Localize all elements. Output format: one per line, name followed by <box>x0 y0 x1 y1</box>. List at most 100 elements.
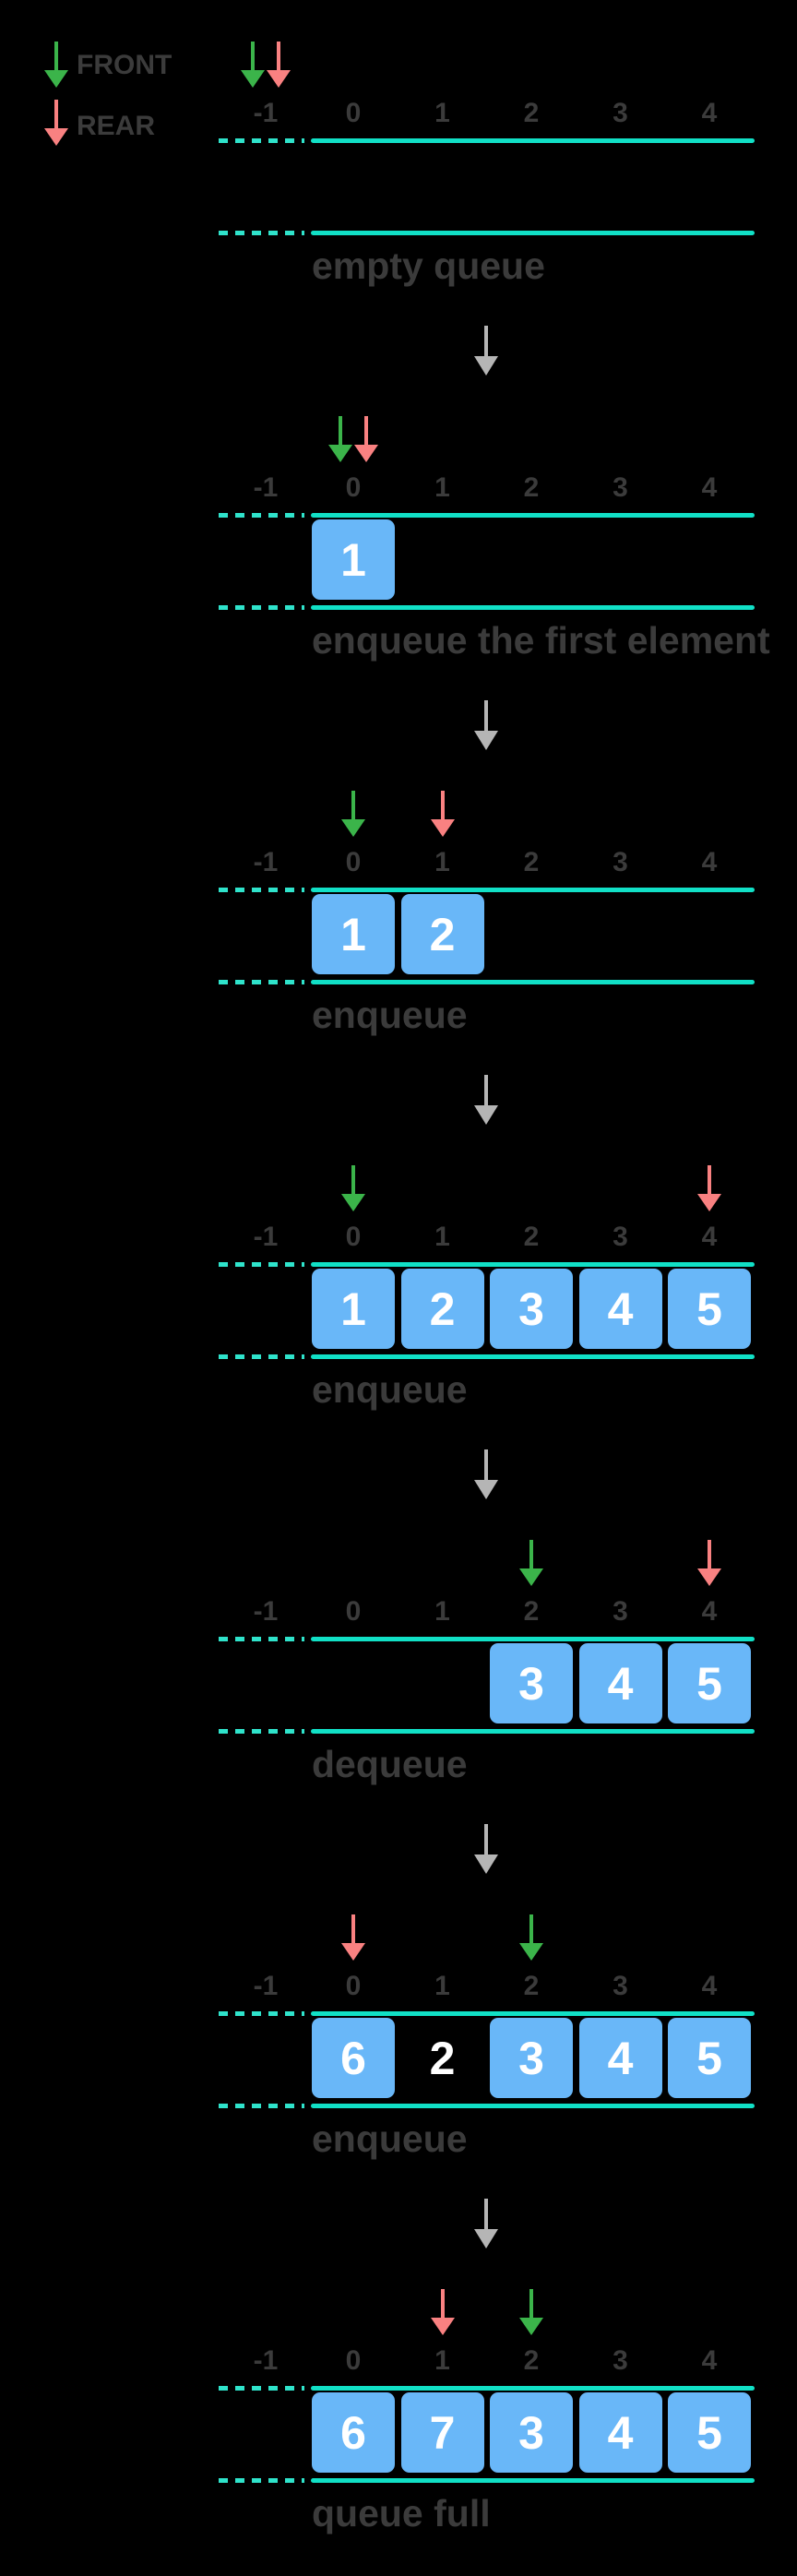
rear-arrow-head <box>430 819 455 837</box>
queue-bottom-rail-dashed <box>219 980 304 984</box>
queue-bottom-rail <box>311 2104 755 2108</box>
index-label: 1 <box>434 1596 450 1627</box>
front-arrow <box>519 2289 543 2335</box>
queue-top-rail <box>311 513 755 518</box>
index-label: 4 <box>701 2345 718 2376</box>
rear-arrow <box>430 2289 455 2335</box>
next-step-arrow-stem <box>484 1824 488 1854</box>
rear-arrow-stem <box>364 416 368 445</box>
queue-cell: 4 <box>578 1269 662 1349</box>
rear-arrow-stem <box>708 1165 711 1194</box>
rear-arrow-stem <box>708 1540 711 1568</box>
index-label: -1 <box>253 472 279 503</box>
index-label: 3 <box>613 1222 628 1252</box>
queue-cell: 1 <box>312 894 395 974</box>
queue-top-rail <box>311 1637 755 1641</box>
next-step-arrow-head <box>474 1854 498 1874</box>
queue-bottom-rail <box>311 2478 755 2483</box>
queue-cell: 5 <box>668 1269 751 1349</box>
index-label: -1 <box>253 98 279 128</box>
index-label: 0 <box>345 472 362 503</box>
queue-cell: 5 <box>668 1643 751 1723</box>
queue-cell: 1 <box>312 519 395 600</box>
front-arrow-head <box>328 445 352 462</box>
front-arrow-stem <box>251 42 255 70</box>
index-label: 1 <box>434 98 450 128</box>
queue-cell: 6 <box>312 2018 395 2098</box>
rear-arrow <box>267 42 291 88</box>
queue-top-rail <box>311 2011 755 2016</box>
front-arrow-stem <box>529 1914 533 1943</box>
queue-bottom-rail-dashed <box>219 1354 304 1359</box>
rear-arrow-head <box>697 1194 721 1211</box>
section-caption: enqueue <box>312 1368 468 1411</box>
queue-cell: 4 <box>578 1643 662 1723</box>
legend-front-label: FRONT <box>77 50 172 80</box>
index-label: -1 <box>253 1971 279 2001</box>
queue-bottom-rail-dashed <box>219 2478 304 2483</box>
index-label: 4 <box>701 1596 718 1627</box>
next-step-arrow <box>474 1075 498 1125</box>
front-arrow <box>519 1914 543 1961</box>
index-label: 2 <box>523 2345 540 2376</box>
next-step-arrow-head <box>474 1480 498 1499</box>
front-arrow-stem <box>529 2289 533 2318</box>
next-step-arrow-head <box>474 731 498 750</box>
index-label: 3 <box>613 98 628 128</box>
next-step-arrow-stem <box>484 1075 488 1105</box>
queue-cell: 6 <box>312 2392 395 2473</box>
section-caption: empty queue <box>312 244 545 287</box>
index-label: -1 <box>253 847 279 877</box>
front-arrow-legend-icon <box>44 42 68 88</box>
rear-arrow-head <box>354 445 378 462</box>
index-label: 2 <box>523 847 540 877</box>
queue-cell: 3 <box>490 1643 573 1723</box>
front-arrow-stem <box>351 1165 355 1194</box>
front-arrow-head <box>519 2318 543 2335</box>
queue-bottom-rail-dashed <box>219 605 304 610</box>
section-caption: enqueue the first element <box>312 619 770 662</box>
queue-cell: 3 <box>490 2392 573 2473</box>
next-step-arrow-stem <box>484 1449 488 1480</box>
index-label: 4 <box>701 1222 718 1252</box>
index-label: -1 <box>253 2345 279 2376</box>
index-label: 1 <box>434 847 450 877</box>
index-label: 2 <box>523 98 540 128</box>
queue-top-rail <box>311 2386 755 2391</box>
rear-arrow-stem <box>351 1914 355 1943</box>
index-label: 4 <box>701 98 718 128</box>
queue-top-rail-dashed <box>219 1262 304 1267</box>
index-label: 0 <box>345 847 362 877</box>
queue-cell: 2 <box>400 1269 484 1349</box>
next-step-arrow-head <box>474 356 498 376</box>
index-label: 0 <box>345 1971 362 2001</box>
front-arrow <box>341 791 365 837</box>
queue-cell: 3 <box>490 2018 573 2098</box>
index-label: 4 <box>701 847 718 877</box>
front-arrow <box>341 1165 365 1211</box>
index-label: 3 <box>613 1596 628 1627</box>
front-arrow-head <box>44 70 68 88</box>
rear-arrow-head <box>267 70 291 88</box>
legend-rear-label: REAR <box>77 111 156 141</box>
next-step-arrow-head <box>474 2229 498 2248</box>
queue-cell: 5 <box>668 2392 751 2473</box>
queue-top-rail-dashed <box>219 2386 304 2391</box>
front-arrow-stem <box>529 1540 533 1568</box>
front-arrow-stem <box>351 791 355 819</box>
next-step-arrow-stem <box>484 2199 488 2229</box>
queue-bottom-rail <box>311 1729 755 1734</box>
rear-arrow <box>354 416 378 462</box>
rear-arrow-head <box>341 1943 365 1961</box>
rear-arrow-legend-icon <box>44 100 68 146</box>
rear-arrow <box>697 1540 721 1586</box>
front-arrow-head <box>341 819 365 837</box>
next-step-arrow-stem <box>484 700 488 731</box>
index-label: 2 <box>523 472 540 503</box>
front-arrow-stem <box>339 416 342 445</box>
rear-arrow-stem <box>277 42 280 70</box>
next-step-arrow <box>474 2199 498 2248</box>
next-step-arrow-stem <box>484 326 488 356</box>
section-caption: dequeue <box>312 1743 468 1785</box>
queue-top-rail-dashed <box>219 513 304 518</box>
